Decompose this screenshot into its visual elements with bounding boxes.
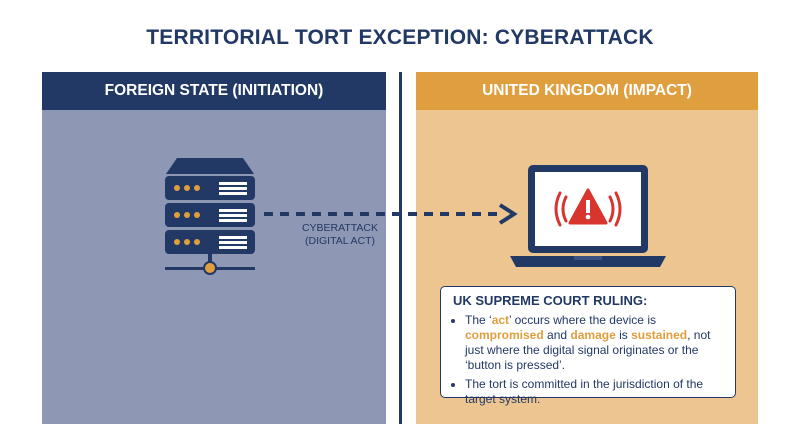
laptop-icon [510,165,666,267]
warning-alert-icon [554,191,622,227]
jurisdiction-divider [399,72,402,424]
cyberattack-arrow [264,203,518,225]
highlight-damage: damage [570,328,616,342]
ruling-point-act: The ‘act’ occurs where the device is com… [465,313,723,373]
cyberattack-label: CYBERATTACK (DIGITAL ACT) [292,222,388,248]
ruling-point-jurisdiction: The tort is committed in the jurisdictio… [465,377,723,407]
diagram-title: TERRITORIAL TORT EXCEPTION: CYBERATTACK [146,26,654,49]
highlight-sustained: sustained [631,328,688,342]
cyberattack-label-line2: (DIGITAL ACT) [304,235,375,247]
ruling-list: The ‘act’ occurs where the device is com… [453,313,723,407]
server-rack-icon [165,158,255,275]
ruling-text: , not just where the digital signal orig… [465,328,711,372]
highlight-act: act [491,313,510,327]
ruling-title: UK SUPREME COURT RULING: [453,293,648,308]
ruling-text: The ‘ [465,313,492,327]
ruling-text: ’ occurs where the device is [509,313,656,327]
united-kingdom-header: UNITED KINGDOM (IMPACT) [416,72,758,110]
ruling-text: is [615,328,632,342]
ruling-text: and [543,328,571,342]
foreign-state-panel: FOREIGN STATE (INITIATION) [42,72,386,424]
supreme-court-ruling-box: UK SUPREME COURT RULING: The ‘act’ occur… [440,286,736,406]
cyberattack-label-line1: CYBERATTACK [301,222,379,234]
foreign-state-header: FOREIGN STATE (INITIATION) [42,72,386,110]
highlight-compromised: compromised [465,328,544,342]
